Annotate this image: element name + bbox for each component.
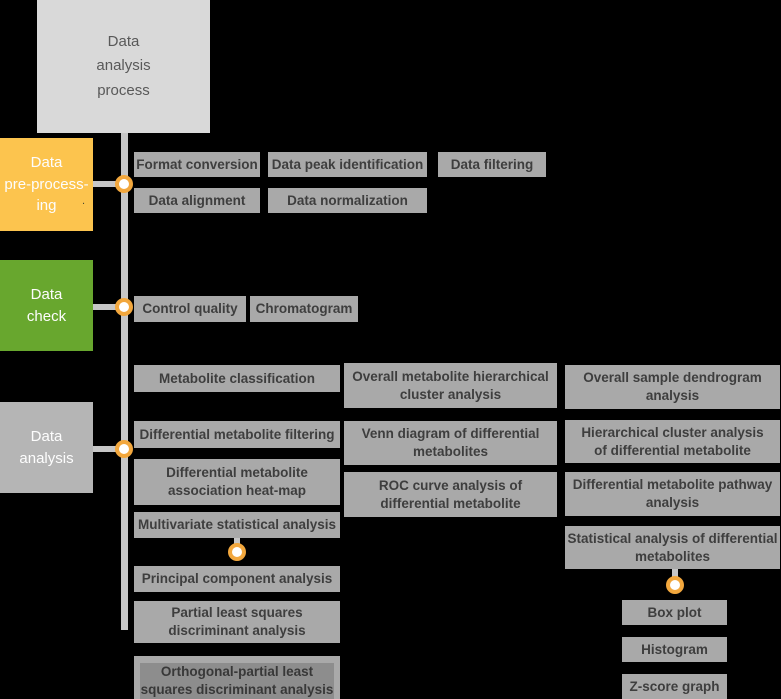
box-venn-diagram-of-differential-metabolites: Venn diagram of differential metabolites bbox=[344, 421, 557, 465]
connector-node-statistical bbox=[666, 576, 684, 594]
box-orthogonal-partial-least-squares: Orthogonal-partial least squares discrim… bbox=[140, 663, 334, 699]
box-differential-metabolite-association-heat-map: Differential metabolite association heat… bbox=[134, 459, 340, 505]
connector-node-multivariate bbox=[228, 543, 246, 561]
box-format-conversion: Format conversion bbox=[134, 152, 260, 177]
stray-period-mark: . bbox=[82, 195, 86, 207]
box-box-plot: Box plot bbox=[622, 600, 727, 625]
box-statistical-analysis-of-differential-metabolites: Statistical analysis of differential met… bbox=[565, 526, 780, 569]
box-data-normalization: Data normalization bbox=[268, 188, 427, 213]
connector-node-analysis bbox=[115, 440, 133, 458]
branch-line-preprocessing bbox=[93, 181, 124, 187]
box-control-quality: Control quality bbox=[134, 296, 246, 322]
box-orthogonal-partial-least-squares-outer: Orthogonal-partial least squares discrim… bbox=[134, 656, 340, 699]
box-partial-least-squares-discriminant-analysis: Partial least squares discriminant analy… bbox=[134, 601, 340, 643]
box-metabolite-classification: Metabolite classification bbox=[134, 365, 340, 392]
branch-line-check bbox=[93, 304, 124, 310]
box-differential-metabolite-pathway-analysis: Differential metabolite pathway analysis bbox=[565, 472, 780, 516]
box-multivariate-statistical-analysis: Multivariate statistical analysis bbox=[134, 512, 340, 538]
box-hierarchical-cluster-analysis-of-differential-metabolite: Hierarchical cluster analysis of differe… bbox=[565, 420, 780, 463]
stage-data-pre-processing: Data pre-process- ing bbox=[0, 138, 93, 231]
connector-node-check bbox=[115, 298, 133, 316]
box-chromatogram: Chromatogram bbox=[250, 296, 358, 322]
box-principal-component-analysis: Principal component analysis bbox=[134, 566, 340, 592]
main-connector-line bbox=[121, 133, 128, 630]
box-histogram: Histogram bbox=[622, 637, 727, 662]
branch-line-analysis bbox=[93, 446, 124, 452]
data-analysis-process-box: Data analysis process bbox=[37, 0, 210, 133]
stage-data-analysis: Data analysis bbox=[0, 402, 93, 493]
box-overall-metabolite-hierarchical-cluster-analysis: Overall metabolite hierarchical cluster … bbox=[344, 363, 557, 408]
stage-data-check: Data check bbox=[0, 260, 93, 351]
box-roc-curve-analysis-of-differential-metabolite: ROC curve analysis of differential metab… bbox=[344, 472, 557, 517]
box-data-filtering: Data filtering bbox=[438, 152, 546, 177]
connector-node-preprocessing bbox=[115, 175, 133, 193]
box-z-score-graph: Z-score graph bbox=[622, 674, 727, 699]
box-data-alignment: Data alignment bbox=[134, 188, 260, 213]
box-data-peak-identification: Data peak identification bbox=[268, 152, 427, 177]
box-differential-metabolite-filtering: Differential metabolite filtering bbox=[134, 421, 340, 448]
box-overall-sample-dendrogram-analysis: Overall sample dendrogram analysis bbox=[565, 365, 780, 409]
